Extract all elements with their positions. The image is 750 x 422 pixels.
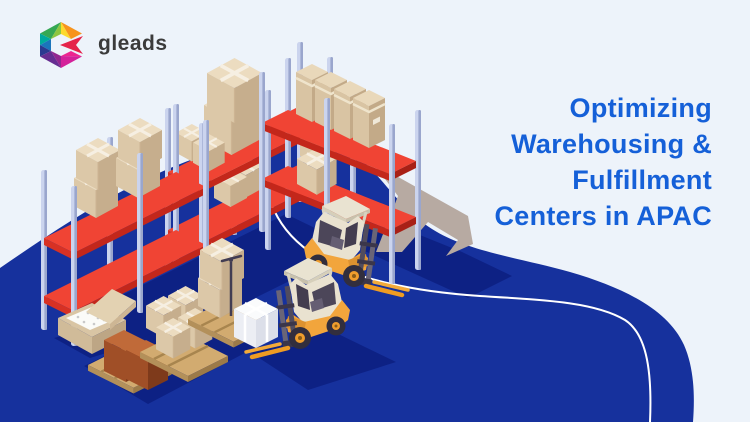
- brand-name: gleads: [98, 32, 168, 55]
- headline: Optimizing Warehousing & Fulfillment Cen…: [382, 90, 712, 234]
- packing-peanut-box: [58, 289, 136, 354]
- headline-line-2: Warehousing &: [511, 129, 712, 159]
- headline-line-3: Fulfillment: [572, 165, 712, 195]
- storage-rack-left: [41, 104, 209, 346]
- white-parcel: [234, 298, 278, 348]
- headline-line-4: Centers in APAC: [494, 201, 712, 231]
- pallet-cluster: [58, 236, 273, 395]
- brand-logo: gleads: [38, 18, 168, 70]
- handle-pole: [220, 254, 243, 316]
- curved-path-line: [265, 145, 652, 422]
- headline-line-1: Optimizing: [569, 93, 712, 123]
- gleads-logo-icon: [40, 22, 83, 68]
